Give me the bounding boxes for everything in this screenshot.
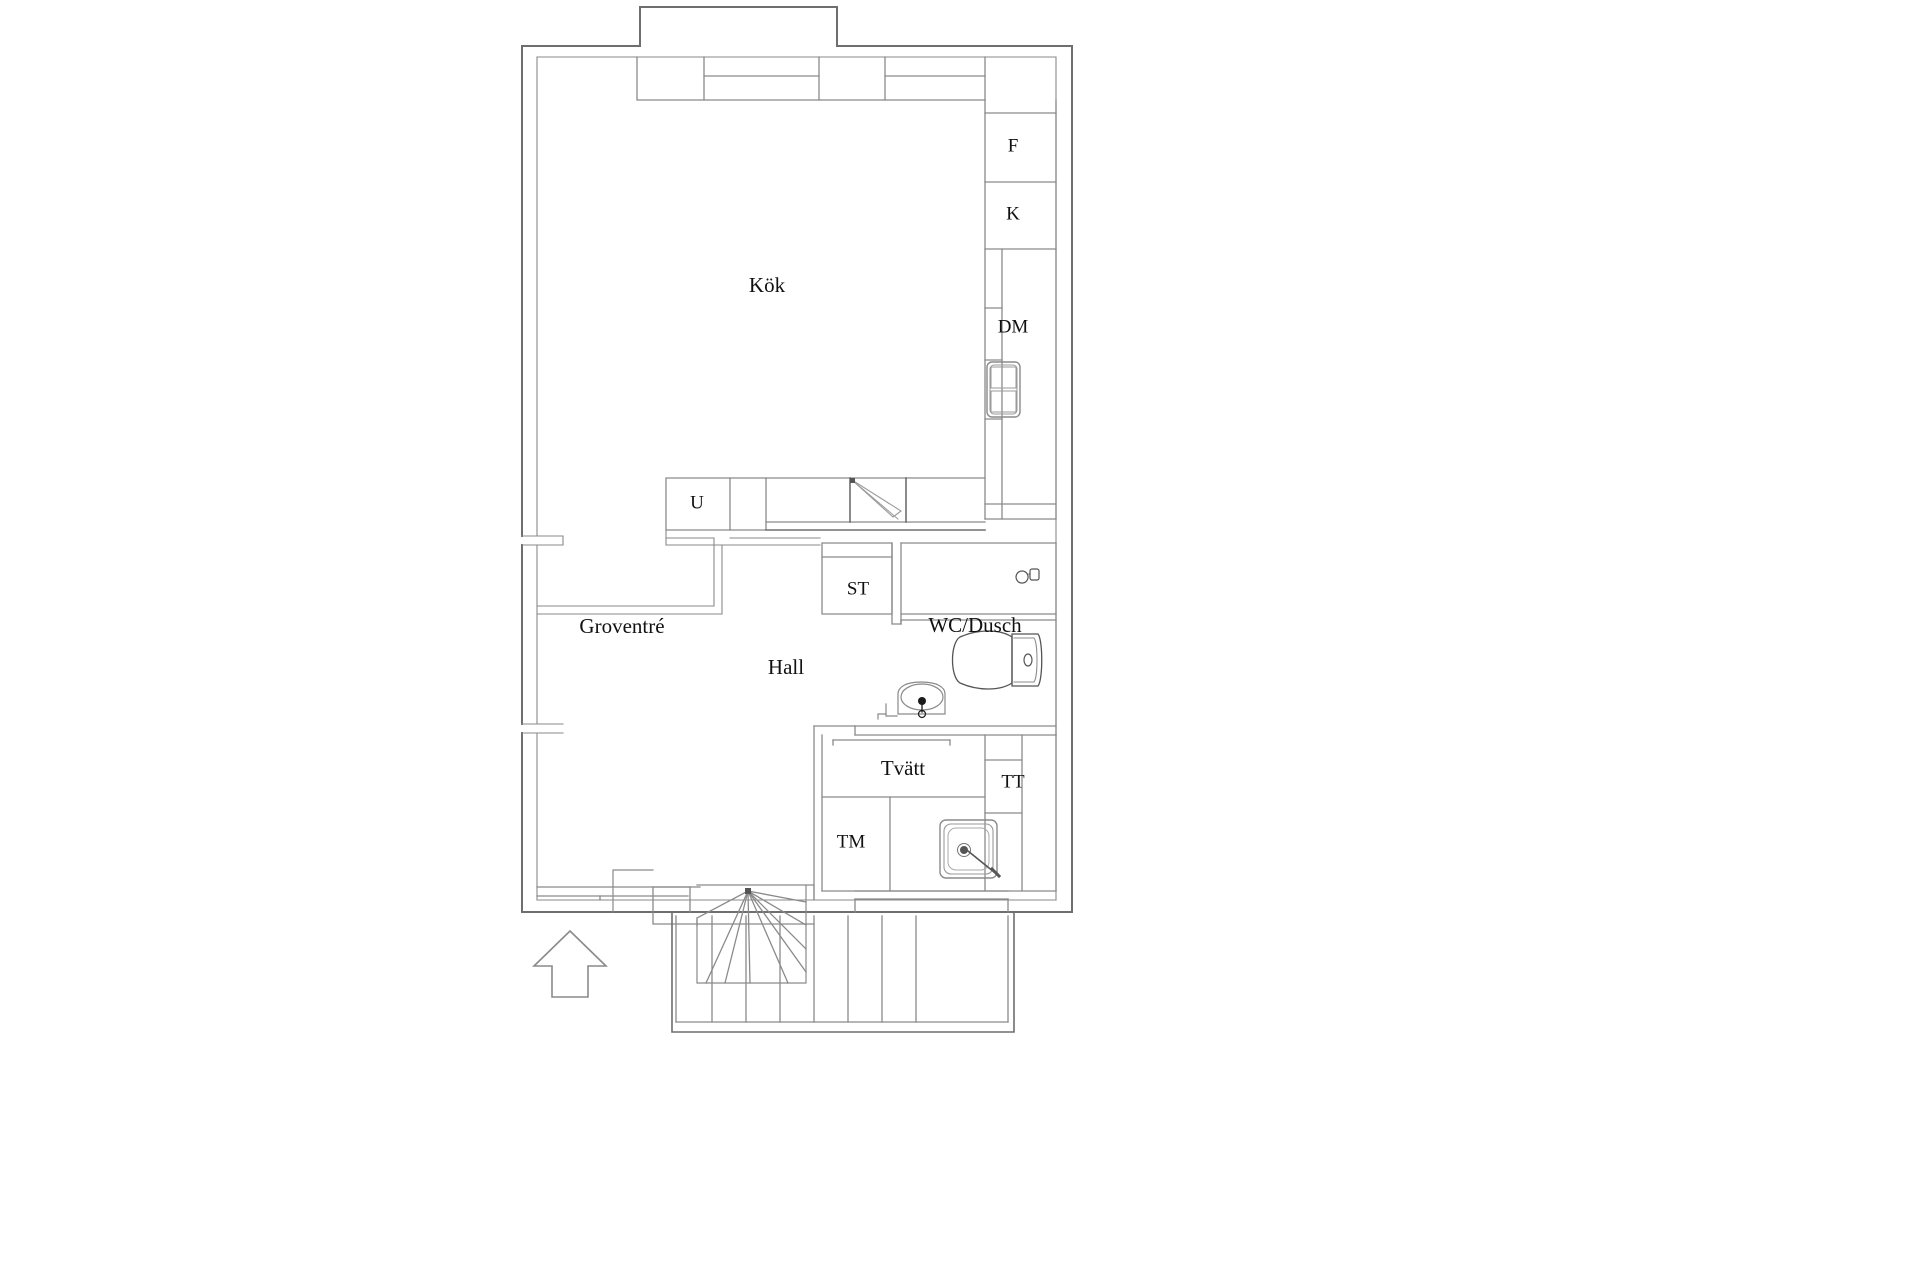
kitchen-lower-cabinets [665,477,986,531]
closet-st [821,542,902,625]
room-label-groventre: Groventré [579,614,664,638]
label-layer: Kök Groventré Hall WC/Dusch Tvätt F K DM… [579,135,1028,852]
left-wall-opening-lower [521,723,564,734]
laundry-sink-icon [939,819,1002,879]
washbasin-icon [877,681,946,720]
top-bump-out [639,6,838,47]
appliance-label-storage-closet: ST [847,578,870,599]
appliance-label-refrigerator: F [1008,135,1019,156]
room-label-hall: Hall [768,655,804,679]
room-label-tvatt: Tvätt [881,756,925,780]
outer-wall [521,45,1073,913]
appliance-label-freezer: K [1006,203,1020,224]
entrance-steps [671,911,1015,1033]
appliance-label-oven: U [690,492,704,513]
entry-threshold [854,890,1009,913]
room-label-kok: Kök [749,273,786,297]
interior-staircase [652,884,815,984]
stair-landing-wall [612,869,654,913]
kitchen-cabinets-right [984,99,1057,520]
room-label-wc-dusch: WC/Dusch [928,613,1022,637]
kitchen-sink-icon [986,361,1021,418]
kitchen-hall-partition [536,529,821,615]
door-kitchen-swing [850,478,902,520]
left-wall-opening-upper [521,535,564,546]
toilet-icon [951,630,1043,690]
shower-head-icon [1015,568,1040,584]
appliance-label-washing-machine: TM [837,831,866,852]
appliance-label-dishwasher: DM [998,316,1029,337]
appliance-label-tumble-dryer: TT [1001,771,1025,792]
kitchen-upper-cabinets-top [636,56,986,101]
north-up-arrow-icon [532,929,608,998]
